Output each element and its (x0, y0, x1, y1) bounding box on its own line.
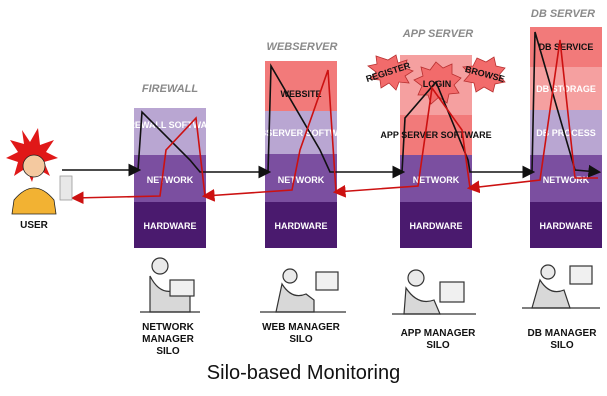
layer-label: DB SERVICE (539, 42, 594, 52)
hardware-layer (530, 202, 602, 248)
layer-label: NETWORK (278, 175, 325, 185)
user-body-icon (11, 187, 57, 215)
layer-label: NETWORK (413, 175, 460, 185)
user-figure: USER (6, 128, 73, 231)
flow-arrow (401, 80, 536, 179)
web-manager-figure: WEB MANAGER SILO (260, 268, 346, 345)
db-service-layer (530, 27, 602, 67)
request-flow-arrows (62, 31, 602, 205)
phone-icon (59, 175, 73, 201)
flow-arrow (466, 39, 598, 194)
silo-title: FIREWALL (142, 83, 198, 95)
layer-label: HARDWARE (144, 221, 197, 231)
layer-label: NETWORK (543, 175, 590, 185)
db-process-layer (530, 110, 602, 155)
manager-label: DB MANAGER (528, 328, 598, 339)
manager-label: SILO (550, 340, 574, 351)
layer-label: WEBSITE (280, 89, 321, 99)
hardware-layer (134, 202, 206, 248)
manager-label: SILO (289, 334, 313, 345)
flow-arrow (70, 116, 206, 205)
flow-arrow (531, 31, 602, 178)
layer-label: NETWORK (147, 175, 194, 185)
layer-label: HARDWARE (275, 221, 328, 231)
register-burst: REGISTER (365, 54, 414, 91)
app-server-software-layer (400, 115, 472, 155)
hardware-layer (265, 202, 337, 248)
flow-arrow (332, 85, 471, 198)
app-manager-figure: APP MANAGER SILO (392, 269, 477, 351)
hardware-layer (400, 202, 472, 248)
app-server-silo: APP SERVER APP SERVER SOFTWARE NETWORK H… (365, 28, 506, 248)
manager-at-desk-icon (522, 264, 600, 309)
network-manager-figure: NETWORK MANAGER SILO (140, 257, 200, 357)
diagram-caption: Silo-based Monitoring (206, 362, 401, 384)
flow-arrow (137, 110, 272, 179)
manager-at-desk-icon (392, 269, 476, 315)
browse-burst: BROWSE (462, 56, 506, 93)
user-label: USER (20, 220, 49, 231)
layer-label: FIREWALL SOFTWARE (120, 120, 219, 130)
layer-label: HARDWARE (540, 221, 593, 231)
user-head-icon (22, 154, 46, 178)
flow-arrow (201, 69, 337, 202)
manager-at-desk-icon (140, 257, 200, 313)
layer-label: HARDWARE (410, 221, 463, 231)
manager-label: APP MANAGER (401, 328, 477, 339)
db-manager-figure: DB MANAGER SILO (522, 264, 600, 351)
silo-title: WEBSERVER (267, 41, 338, 53)
website-layer (265, 61, 337, 111)
manager-label: SILO (426, 340, 450, 351)
db-server-silo: DB SERVER DB SERVICE DB STORAGE DB PROCE… (530, 8, 602, 248)
network-layer (134, 155, 206, 202)
firewall-silo: FIREWALL FIREWALL SOFTWARE NETWORK HARDW… (120, 83, 220, 248)
layer-label: WEBSERVER SOFTWARE (245, 128, 356, 138)
network-layer (400, 155, 472, 202)
layer-label: APP SERVER SOFTWARE (380, 130, 491, 140)
silo-title: APP SERVER (402, 28, 474, 40)
manager-label: SILO (156, 346, 180, 357)
manager-at-desk-icon (260, 268, 346, 313)
manager-label: WEB MANAGER (262, 322, 341, 333)
webserver-silo: WEBSERVER WEBSITE WEBSERVER SOFTWARE NET… (245, 41, 357, 248)
manager-label: NETWORK (142, 322, 194, 333)
manager-label: MANAGER (142, 334, 194, 345)
layer-label: DB PROCESS (536, 128, 596, 138)
flow-arrow (267, 63, 406, 179)
silo-title: DB SERVER (531, 8, 595, 20)
